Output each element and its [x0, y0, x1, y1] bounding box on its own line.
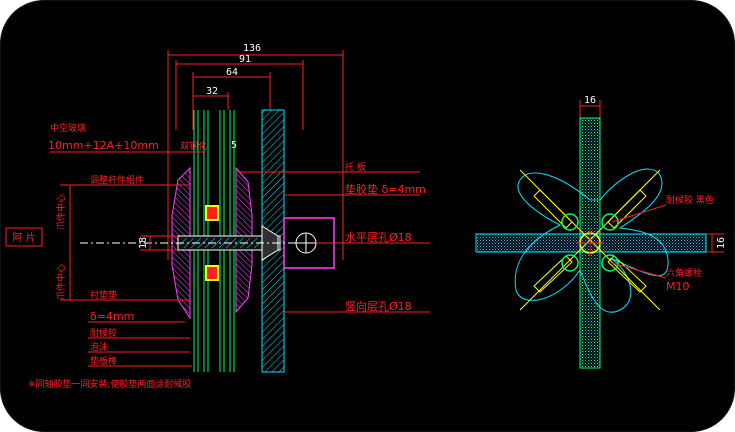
horiz-hole-label: 水平层孔Ø18 — [345, 231, 412, 244]
dim-18-left: 18 — [138, 237, 149, 249]
vertical-label-upper: 爪件中心 — [55, 194, 67, 230]
vertical-label-lower: 爪件中心 — [55, 264, 67, 300]
plan-dim-16-right: 16 — [716, 237, 727, 249]
plan-dim-16-top: 16 — [584, 95, 596, 106]
sealant-label: 耐候胶 — [90, 327, 117, 339]
side-label-box — [5, 227, 43, 247]
glass-spec: 10mm+12A+10mm — [48, 139, 159, 152]
right-sealant-label: 耐候胶 黑色 — [666, 194, 714, 206]
section-view: 136 91 64 32 5 — [5, 43, 430, 390]
vert-hole-label: 竖向层孔Ø18 — [345, 299, 412, 313]
foam-label: 泡沫 — [90, 341, 108, 353]
plan-leaders — [611, 204, 667, 279]
dim-32: 32 — [206, 86, 218, 97]
bracket-label: 调整杆件组件 — [90, 174, 144, 186]
side-label: 阿 片 — [12, 231, 35, 244]
lower-washer — [205, 265, 219, 281]
pad-thickness: δ=4mm — [90, 310, 134, 323]
washer-label: 垫胶垫 δ=4mm — [345, 182, 426, 196]
left-leaders — [50, 151, 205, 367]
plan-dim-top — [579, 100, 601, 120]
bolt-head — [261, 225, 279, 261]
pad-label: 衬垫垫 — [90, 289, 117, 301]
dimension-lines — [167, 50, 344, 260]
upper-washer — [205, 205, 219, 221]
plan-view: 16 16 — [475, 95, 727, 369]
backer-label: 垫板棒 — [90, 355, 117, 367]
footnote: ※同轴胶垫一同安装,使胶垫两面涂耐候胶 — [28, 378, 191, 390]
glass-spec-suffix: 双钢化 — [180, 140, 207, 152]
hex-size-label: M10 — [666, 280, 690, 293]
dim-64: 64 — [226, 67, 238, 78]
steel-plate-label: 托 板 — [345, 161, 366, 173]
glass-title: 中空玻璃 — [50, 122, 86, 134]
dim-91: 91 — [239, 54, 251, 65]
spider-outline — [514, 168, 669, 313]
plan-dim-right — [704, 233, 724, 253]
dim-136: 136 — [243, 43, 261, 54]
hex-bolt-label: 六角螺栓 — [666, 267, 702, 279]
right-leaders — [236, 171, 430, 313]
